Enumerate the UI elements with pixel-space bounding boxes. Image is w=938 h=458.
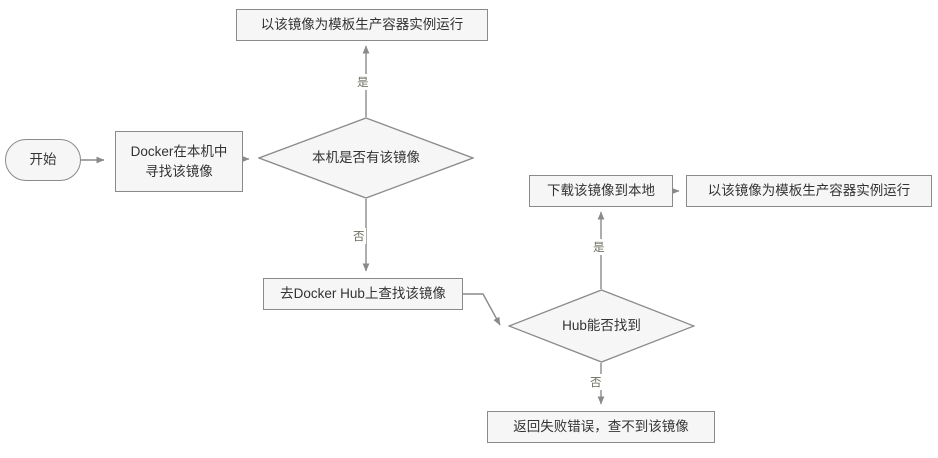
edge-hub-search-to-hub-decision: [463, 293, 501, 326]
edge-label-hub-yes: 是: [592, 239, 606, 255]
node-hub-found[interactable]: Hub能否找到: [508, 289, 695, 363]
node-download-image-label: 下载该镜像到本地: [547, 183, 655, 199]
node-search-local-label-line1: Docker在本机中: [130, 143, 228, 159]
edge-label-decision-yes: 是: [356, 74, 370, 90]
node-return-error[interactable]: 返回失败错误，查不到该镜像: [487, 411, 715, 443]
edge-label-hub-no: 否: [589, 374, 603, 390]
node-run-container-local-label: 以该镜像为模板生产容器实例运行: [260, 17, 464, 33]
node-search-docker-hub[interactable]: 去Docker Hub上查找该镜像: [263, 278, 463, 310]
node-run-container-downloaded-label: 以该镜像为模板生产容器实例运行: [707, 183, 911, 199]
node-search-local[interactable]: Docker在本机中 寻找该镜像: [115, 131, 243, 192]
node-run-container-downloaded[interactable]: 以该镜像为模板生产容器实例运行: [686, 175, 932, 207]
node-search-docker-hub-label: 去Docker Hub上查找该镜像: [280, 286, 446, 302]
node-run-container-local[interactable]: 以该镜像为模板生产容器实例运行: [236, 9, 488, 41]
edge-label-decision-no: 否: [352, 228, 366, 244]
node-has-local-image-label: 本机是否有该镜像: [312, 150, 420, 166]
node-download-image[interactable]: 下载该镜像到本地: [529, 175, 673, 207]
node-start-label: 开始: [29, 152, 57, 168]
node-has-local-image[interactable]: 本机是否有该镜像: [258, 117, 474, 199]
diamond-shape-hub-found: [508, 289, 695, 363]
diamond-shape-has-local-image: [258, 117, 474, 199]
node-start[interactable]: 开始: [5, 139, 81, 181]
node-search-local-label-line2: 寻找该镜像: [145, 163, 213, 179]
node-return-error-label: 返回失败错误，查不到该镜像: [513, 419, 689, 435]
node-hub-found-label: Hub能否找到: [562, 318, 641, 334]
